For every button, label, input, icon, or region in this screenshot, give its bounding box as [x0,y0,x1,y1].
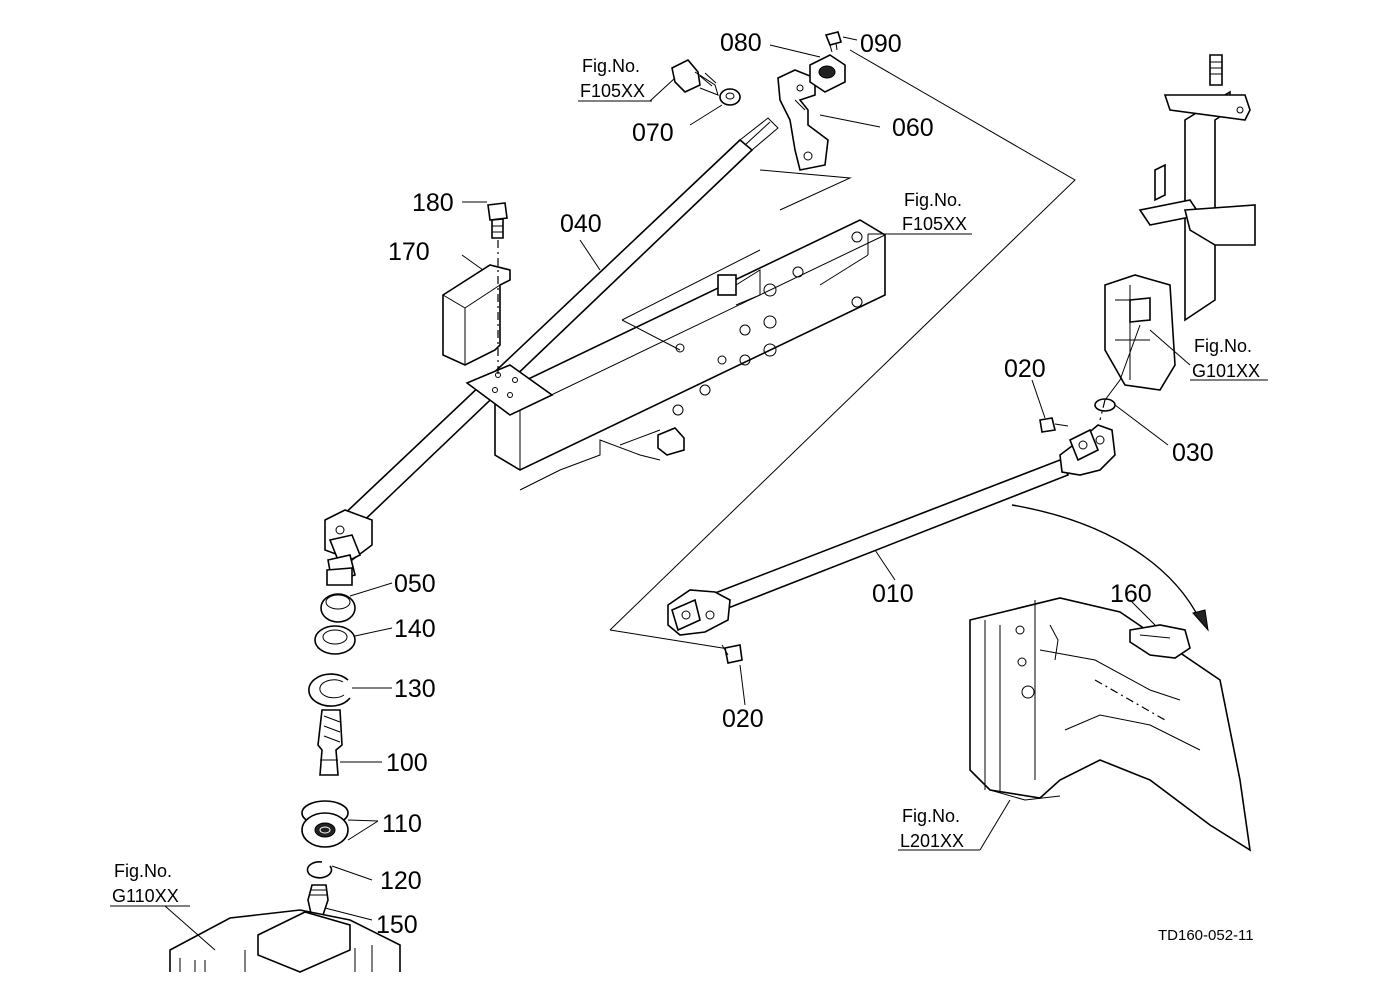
bolt-020-upper [1039,417,1069,433]
label-100: 100 [386,749,428,777]
fig-ref-code: G110XX [112,886,179,906]
bearing-080 [809,54,846,93]
part-140-washer [314,625,356,655]
label-130: 130 [394,675,436,703]
label-150: 150 [376,911,418,939]
label-020-upper: 020 [1004,355,1046,383]
mount-plate [465,364,554,416]
part-110-bearing [301,800,349,848]
fig-ref-f105-mid: Fig.No. F105XX [867,190,972,255]
fig-ref-f105-top: Fig.No. F105XX [578,56,652,102]
fig-ref-code: F105XX [902,214,967,234]
fig-ref-code: G101XX [1192,361,1260,381]
fig-ref-title: Fig.No. [114,861,172,881]
part-100-spline-shaft [317,709,343,776]
fig-ref-title: Fig.No. [902,806,960,826]
label-060: 060 [892,114,934,142]
fig-ref-title: Fig.No. [1194,336,1252,356]
bolt-070 [671,59,741,106]
fender-panel [969,597,1252,852]
universal-joint-lower [667,589,731,636]
fig-ref-code: L201XX [900,831,964,851]
label-030: 030 [1172,439,1214,467]
label-090: 090 [860,30,902,58]
fig-ref-code: F105XX [580,81,645,101]
label-070: 070 [632,119,674,147]
leader-lines [164,36,1191,951]
label-120: 120 [380,867,422,895]
label-080: 080 [720,29,762,57]
bolt-090 [824,31,843,53]
bolt-020-lower [721,644,743,664]
part-130-snap-ring [308,673,351,707]
part-050-bushing [320,593,356,623]
drawing-code: TD160-052-11 [1158,927,1254,944]
gearbox-housing [169,909,401,973]
steering-column [1099,54,1256,421]
part-120-circlip [306,861,333,879]
label-020-lower: 020 [722,705,764,733]
fig-ref-g101: Fig.No. G101XX [1190,336,1268,381]
fig-ref-g110: Fig.No. G110XX [110,861,190,907]
label-010: 010 [872,580,914,608]
universal-joint-upper [1059,424,1116,476]
bracket-170 [442,264,511,366]
fig-ref-title: Fig.No. [904,190,962,210]
fig-ref-title: Fig.No. [582,56,640,76]
label-110: 110 [382,810,422,838]
arrow-curve [1011,504,1201,621]
label-160: 160 [1110,580,1152,608]
bolt-180 [487,202,508,375]
label-170: 170 [388,238,430,266]
label-040: 040 [560,210,602,238]
arrow-head [1192,609,1209,632]
fig-ref-l201: Fig.No. L201XX [898,806,980,851]
label-140: 140 [394,615,436,643]
frame-plate [494,219,886,491]
label-050: 050 [394,570,436,598]
label-180: 180 [412,189,454,217]
grommet-160 [1129,624,1191,659]
universal-joint-left [324,509,373,586]
